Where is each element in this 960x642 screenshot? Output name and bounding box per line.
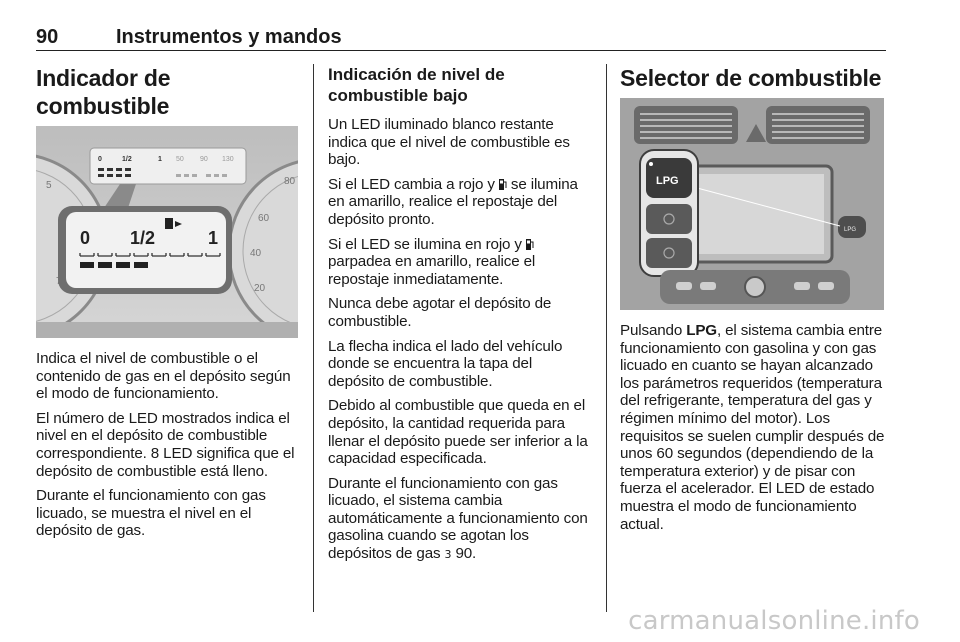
paragraph-text: parpadea en amarillo, realice el reposta… [328,253,536,288]
body-paragraph: Un LED iluminado blanco restante indica … [328,116,570,169]
fuel-pump-icon [525,238,534,250]
fuel-selector-section: Selector de combustible LPG LPG [620,64,886,540]
fuel-pump-icon [165,218,182,229]
paragraph-text: Pulsando [620,322,687,339]
dashboard-center-console-drawing: LPG LPG [620,98,884,310]
body-paragraph: Debido al combustible que queda en el de… [328,397,588,468]
paragraph-text: , el sistema cambia entre funcionamiento… [620,322,885,533]
right-dial-number: 20 [254,283,266,294]
column-divider [606,64,607,612]
fuel-pump-icon [498,178,507,190]
body-paragraph: Si el LED cambia a rojo y se ilumina en … [328,176,592,229]
paragraph-text: Durante el funcionamiento con gas licuad… [328,474,588,563]
low-fuel-section: Indicación de nivel de combustible bajo … [328,64,592,571]
page-reference-arrow[interactable]: 3 [444,548,452,562]
right-dial-number: 60 [258,213,270,224]
fuel-selector-heading: Selector de combustible [620,65,882,91]
zoom-label: 1 [208,228,218,248]
gauge-label: 0 [98,156,102,163]
fuel-gauge-section: Indicador de combustible 5 6 7 80 60 40 … [36,64,298,547]
body-paragraph: Pulsando LPG, el sistema cambia entre fu… [620,322,886,533]
fuel-gauge-illustration: 5 6 7 80 60 40 20 0 1/2 1 50 90 130 [36,126,298,338]
fuel-selector-illustration: LPG LPG [620,98,884,310]
section-title: Instrumentos y mandos [116,26,342,48]
page-reference-link[interactable]: 90. [451,545,477,563]
speed-number: 50 [176,156,184,163]
right-dial-number: 40 [250,248,262,259]
body-paragraph: Durante el funcionamiento con gas licuad… [36,487,266,540]
page-number: 90 [36,26,59,48]
page-header: 90 Instrumentos y mandos [36,26,886,51]
body-paragraph: Si el LED se ilumina en rojo y parpadea … [328,236,592,289]
right-dial-number: 80 [284,176,296,187]
paragraph-text: Si el LED se ilumina en rojo y [328,235,526,253]
small-lpg-label: LPG [844,227,856,233]
zoom-label: 1/2 [130,228,155,248]
watermark: carmanualsonline.info [628,606,920,636]
low-fuel-heading: Indicación de nivel de combustible bajo [328,65,505,105]
column-divider [313,64,314,612]
gauge-label: 1/2 [122,156,132,163]
speed-number: 130 [222,156,234,163]
fuel-gauge-heading: Indicador de combustible [36,65,171,119]
lpg-key-label: LPG [686,322,717,339]
instrument-cluster-drawing: 5 6 7 80 60 40 20 0 1/2 1 50 90 130 [36,126,298,338]
body-paragraph: Nunca debe agotar el depósito de combust… [328,295,552,330]
body-paragraph: Indica el nivel de combustible o el cont… [36,350,291,403]
paragraph-text: Si el LED cambia a rojo y [328,175,499,193]
zoom-label: 0 [80,228,90,248]
speed-number: 90 [200,156,208,163]
lpg-button-label: LPG [656,175,679,187]
body-paragraph: La flecha indica el lado del vehículo do… [328,337,563,390]
left-dial-number: 5 [46,180,52,191]
paragraph-text: se ilumina en amarillo, realice el repos… [328,175,578,228]
body-paragraph: Durante el funcionamiento con gas licuad… [328,475,592,564]
body-paragraph: El número de LED mostrados indica el niv… [36,409,295,480]
gauge-label: 1 [158,156,162,163]
